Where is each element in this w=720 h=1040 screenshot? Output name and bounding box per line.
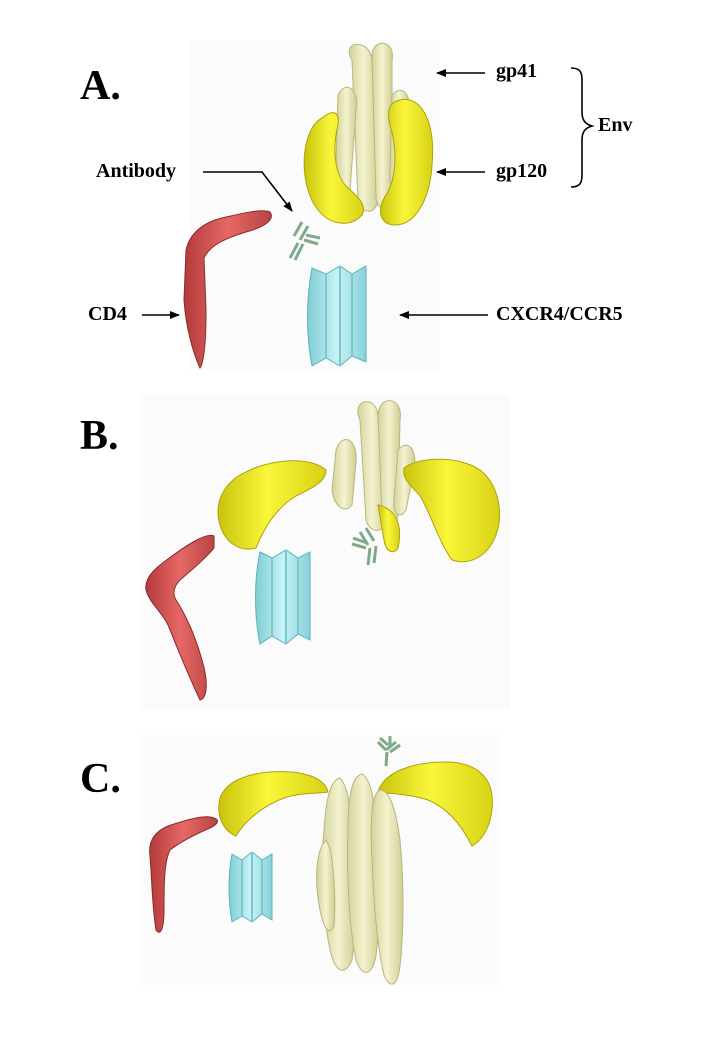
coreceptor-label: CXCR4/CCR5 [496,303,623,325]
gp41-trimer-b [331,400,416,553]
cd4-receptor-a [183,210,272,370]
annotation-arrows [142,67,595,319]
gp41-label: gp41 [496,60,538,82]
panel-label-b: B. [80,413,119,459]
gp120-subunit-b-right [403,458,500,563]
panel-label-c: C. [80,756,121,802]
cd4-label: CD4 [88,303,127,325]
env-label: Env [598,114,633,136]
panel-label-a: A. [80,63,121,109]
gp120-label: gp120 [496,160,548,182]
panel-a-graphic [183,42,434,370]
cd4-receptor-c [149,816,218,933]
antibody-b [351,527,378,566]
gp120-subunit-b-left [217,460,327,550]
gp120-subunit-a-right [380,98,434,226]
panel-b-graphic [145,400,500,701]
panel-c-graphic [149,736,493,985]
coreceptor-c [228,851,273,923]
coreceptor-b [255,549,311,645]
antibody-a [288,221,321,261]
antibody-label: Antibody [96,160,177,182]
coreceptor-a [307,265,367,367]
env-brace [570,67,595,188]
gp120-subunit-c-right [377,761,493,847]
antibody-arrow [203,171,293,212]
gp120-subunit-c-left [218,771,329,837]
antibody-c [376,736,401,767]
gp41-trimer-c [316,773,404,985]
gp120-subunit-a-left [303,112,364,224]
cd4-receptor-b [145,534,215,701]
